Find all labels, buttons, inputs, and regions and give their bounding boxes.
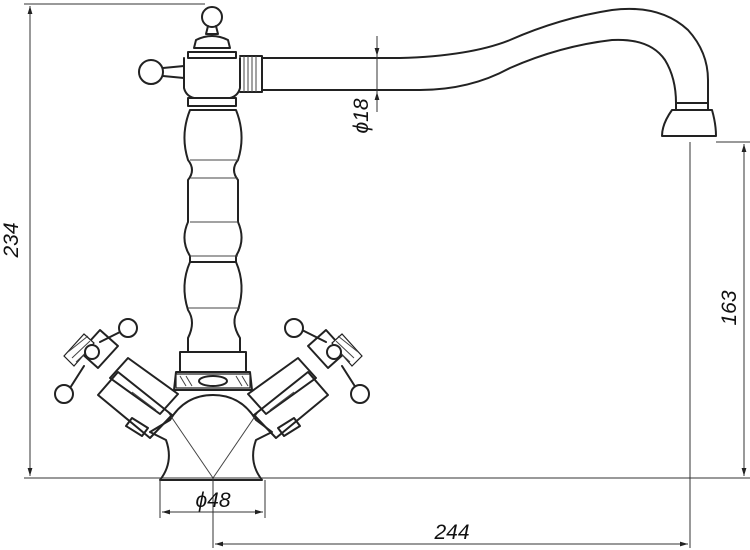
overall-height-label: 234 xyxy=(0,222,23,258)
faucet-outline xyxy=(54,6,717,481)
spout-diameter-label: ϕ18 xyxy=(350,98,373,133)
base-diameter-label: ϕ48 xyxy=(195,489,230,512)
spout-reach-label: 244 xyxy=(433,521,469,544)
spout-height-label: 163 xyxy=(718,290,741,325)
dimension-lines xyxy=(24,3,750,548)
